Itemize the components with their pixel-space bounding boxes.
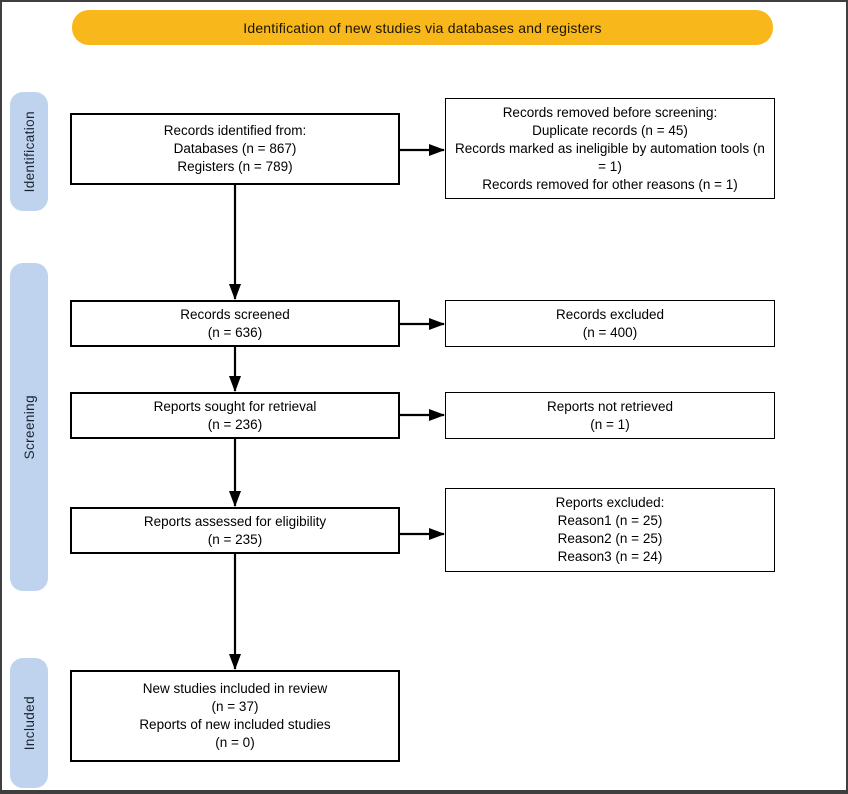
- stage-label-identification-text: Identification: [21, 110, 37, 193]
- box-text-line: New studies included in review: [142, 681, 328, 696]
- box-reports-excluded: Reports excluded: Reason1 (n = 25) Reaso…: [445, 488, 775, 572]
- box-text-line: Reports excluded:: [555, 495, 665, 510]
- box-text-line: Reason2 (n = 25): [557, 531, 663, 546]
- box-reports-not-retrieved: Reports not retrieved (n = 1): [445, 392, 775, 439]
- box-text-line: Records removed for other reasons (n = 1…: [482, 176, 738, 192]
- box-text-line: Duplicate records (n = 45): [532, 122, 688, 138]
- box-text-line: Records screened: [180, 306, 290, 322]
- box-text-line: Records marked as ineligible by automati…: [455, 140, 765, 174]
- box-text-line: Records excluded: [555, 306, 665, 322]
- box-reports-sought: Reports sought for retrieval (n = 236): [70, 392, 400, 439]
- box-text-line: Reason3 (n = 24): [557, 549, 663, 564]
- box-text-line: Records removed before screening:: [502, 104, 718, 120]
- box-text-line: (n = 236): [207, 416, 263, 432]
- box-reports-assessed: Reports assessed for eligibility (n = 23…: [70, 507, 400, 554]
- banner-title: Identification of new studies via databa…: [72, 10, 773, 45]
- box-records-excluded: Records excluded (n = 400): [445, 300, 775, 347]
- box-text-line: Registers (n = 789): [177, 159, 293, 174]
- stage-label-included-text: Included: [21, 695, 37, 751]
- box-text-line: (n = 1): [590, 416, 630, 432]
- stage-label-identification: Identification: [10, 92, 48, 211]
- box-text-line: (n = 400): [582, 324, 638, 340]
- box-records-identified: Records identified from: Databases (n = …: [70, 113, 400, 185]
- box-text-line: (n = 235): [207, 531, 263, 547]
- box-new-studies-included: New studies included in review (n = 37) …: [70, 670, 400, 762]
- stage-label-screening: Screening: [10, 263, 48, 591]
- box-text-line: Reports not retrieved: [546, 398, 674, 414]
- box-records-screened: Records screened (n = 636): [70, 300, 400, 347]
- stage-label-included: Included: [10, 658, 48, 788]
- box-text-line: Reason1 (n = 25): [557, 513, 663, 528]
- stage-label-screening-text: Screening: [21, 394, 37, 460]
- box-text-line: Reports sought for retrieval: [153, 398, 317, 414]
- box-text-line: Databases (n = 867): [173, 141, 297, 156]
- box-text-line: Reports of new included studies: [139, 717, 331, 732]
- box-text-line: Reports assessed for eligibility: [143, 513, 327, 529]
- box-text-line: (n = 636): [207, 324, 263, 340]
- box-text-line: (n = 0): [215, 735, 255, 750]
- box-records-removed: Records removed before screening: Duplic…: [445, 98, 775, 199]
- box-text-line: (n = 37): [211, 699, 259, 714]
- box-text-line: Records identified from:: [163, 123, 307, 138]
